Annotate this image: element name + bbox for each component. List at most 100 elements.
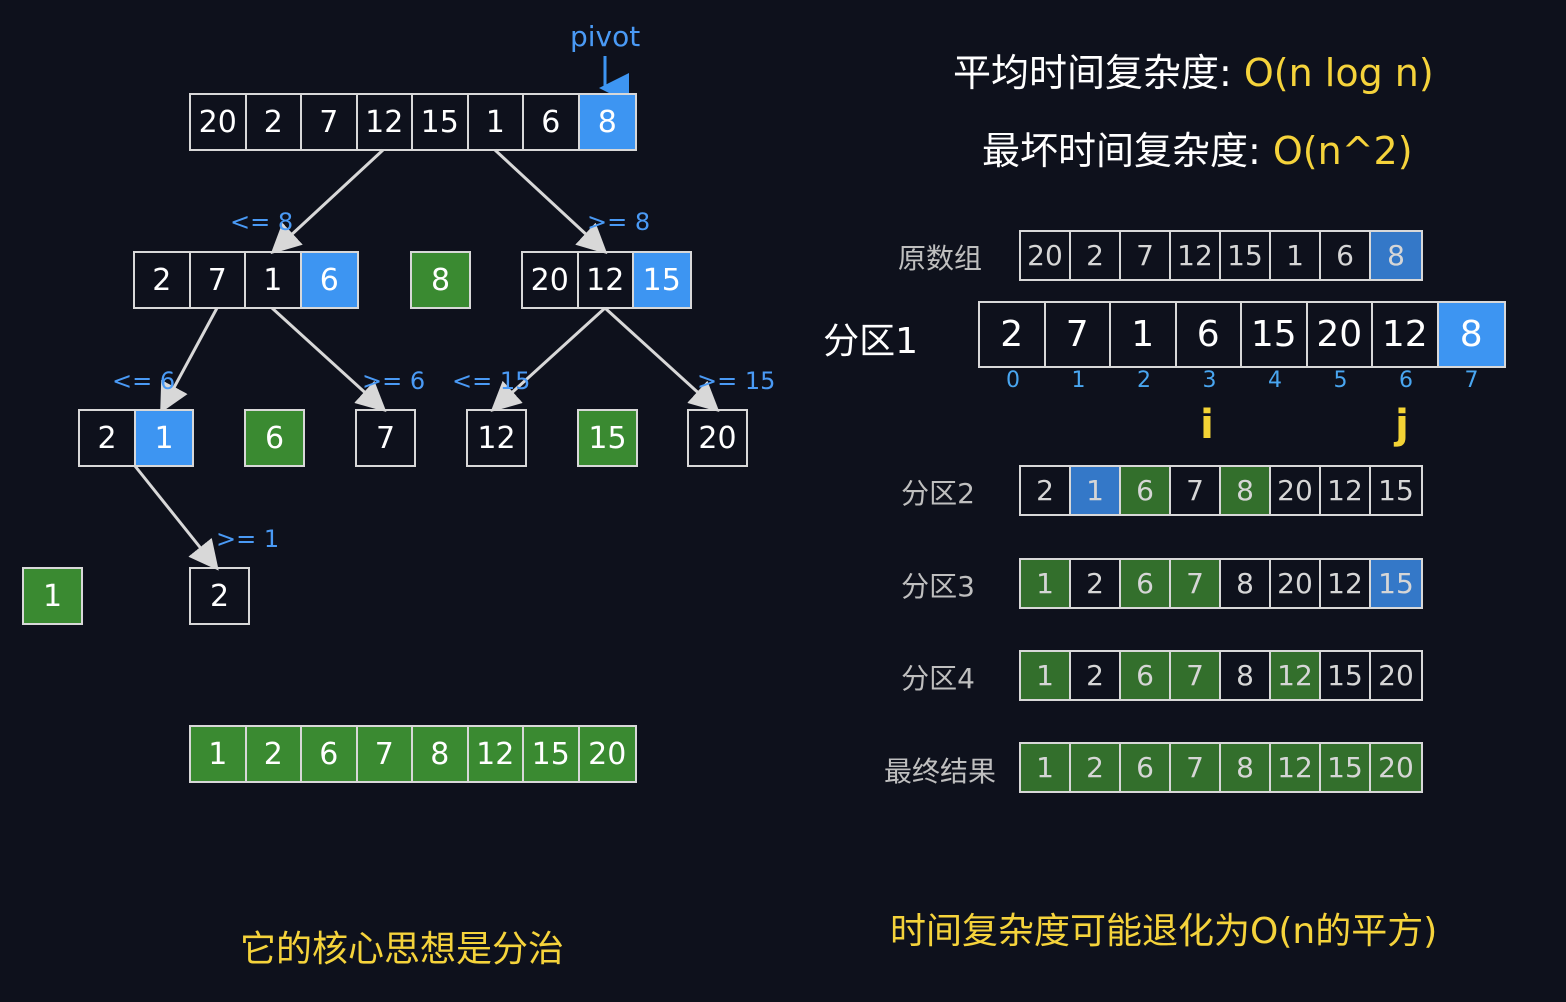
array-cell: 12 <box>1373 303 1439 366</box>
array-cell: 20 <box>1371 744 1421 791</box>
array-cell: 8 <box>579 95 635 149</box>
edge-root-left <box>270 148 385 255</box>
array-cell: 6 <box>524 95 580 149</box>
array-cell: 8 <box>1221 467 1271 514</box>
array-cell: 1 <box>246 253 302 307</box>
array-cell: 8 <box>413 727 469 781</box>
avg-complexity-label: 平均时间复杂度: <box>953 51 1244 95</box>
array-cell: 12 <box>358 95 413 149</box>
array-cell: 15 <box>1378 474 1414 507</box>
index-label: 1 <box>1071 368 1086 393</box>
final-label: 最终结果 <box>883 755 996 788</box>
array-cell: 1 <box>1021 744 1071 791</box>
array-cell: 8 <box>1221 652 1271 699</box>
array-cell: 20 <box>1021 232 1071 279</box>
cmp-ge15: >= 15 <box>697 367 776 395</box>
array-cell: 15 <box>579 411 636 465</box>
cmp-ge1: >= 1 <box>216 525 280 553</box>
tree-left2b-box: 12 <box>466 409 527 467</box>
array-cell: 7 <box>357 727 413 781</box>
array-cell: 1 <box>191 727 247 781</box>
array-cell: 12 <box>579 253 634 307</box>
array-cell: 12 <box>477 420 516 456</box>
worst-complexity-label: 最坏时间复杂度: <box>982 129 1273 173</box>
index-label: 7 <box>1464 368 1479 393</box>
edge-l1-left <box>160 307 219 414</box>
cmp-le6: <= 6 <box>112 367 176 395</box>
array-cell: 7 <box>1171 744 1221 791</box>
array-cell: 6 <box>1121 560 1171 607</box>
tree-right3-box: 2 <box>189 567 250 625</box>
worst-complexity: 最坏时间复杂度: O(n^2) <box>982 120 1413 175</box>
tree-pivot2b-box: 15 <box>577 409 638 467</box>
array-cell: 6 <box>246 411 303 465</box>
array-cell: 2 <box>980 303 1046 366</box>
array-cell: 6 <box>1121 652 1171 699</box>
array-cell: 12 <box>1171 232 1221 279</box>
array-cell: 8 <box>1438 303 1504 366</box>
array-cell: 12 <box>1271 744 1321 791</box>
array-cell: 2 <box>1071 232 1121 279</box>
array-cell: 6 <box>1121 744 1171 791</box>
array-cell: 15 <box>524 727 580 781</box>
index-label: 3 <box>1202 368 1217 393</box>
array-cell: 12 <box>1271 652 1321 699</box>
array-cell: 6 <box>1121 467 1171 514</box>
index-label: 4 <box>1268 368 1282 393</box>
array-cell: 15 <box>413 95 469 149</box>
array-cell: 15 <box>1371 560 1421 607</box>
cmp-le15: <= 15 <box>452 367 531 395</box>
array-cell: 7 <box>1171 467 1221 514</box>
array-cell: 1 <box>1111 303 1177 366</box>
pointer-j: j <box>1395 402 1409 448</box>
array-cell: 2 <box>135 253 191 307</box>
array-cell: 2 <box>1021 467 1071 514</box>
edge-l2-right <box>133 465 219 571</box>
array-cell: 20 <box>1378 659 1414 692</box>
array-cell: 8 <box>412 253 469 307</box>
array-cell: 15 <box>1221 232 1271 279</box>
index-label: 5 <box>1333 368 1348 393</box>
array-cell: 2 <box>246 727 302 781</box>
avg-complexity-value: O(n log n) <box>1243 51 1434 95</box>
array-cell: 20 <box>698 420 737 456</box>
array-cell: 1 <box>1021 560 1071 607</box>
edge-root-right <box>493 148 608 255</box>
array-cell: 20 <box>191 95 247 149</box>
array-cell: 20 <box>1271 467 1321 514</box>
array-cell: 6 <box>1177 303 1242 366</box>
array-cell: 15 <box>1321 744 1371 791</box>
array-cell: 1 <box>1271 232 1321 279</box>
partition4-label: 分区4 <box>901 662 975 695</box>
array-cell: 2 <box>247 95 302 149</box>
partition1-label: 分区1 <box>823 321 918 362</box>
array-cell: 7 <box>1171 652 1221 699</box>
array-cell: 15 <box>634 253 690 307</box>
array-cell: 2 <box>80 411 136 465</box>
edge-l1-right <box>270 306 387 413</box>
array-cell: 20 <box>1271 560 1321 607</box>
original-label: 原数组 <box>897 242 982 275</box>
array-cell: 8 <box>1221 744 1271 791</box>
tree-right2a-box: 7 <box>355 409 416 467</box>
array-cell: 20 <box>579 727 635 781</box>
array-cell: 2 <box>1071 560 1121 607</box>
array-cell: 7 <box>1046 303 1111 366</box>
cmp-ge8: >= 8 <box>587 208 651 236</box>
cmp-le8: <= 8 <box>230 208 294 236</box>
array-cell: 7 <box>375 420 396 456</box>
array-cell: 6 <box>301 253 357 307</box>
avg-complexity: 平均时间复杂度: O(n log n) <box>953 42 1434 97</box>
